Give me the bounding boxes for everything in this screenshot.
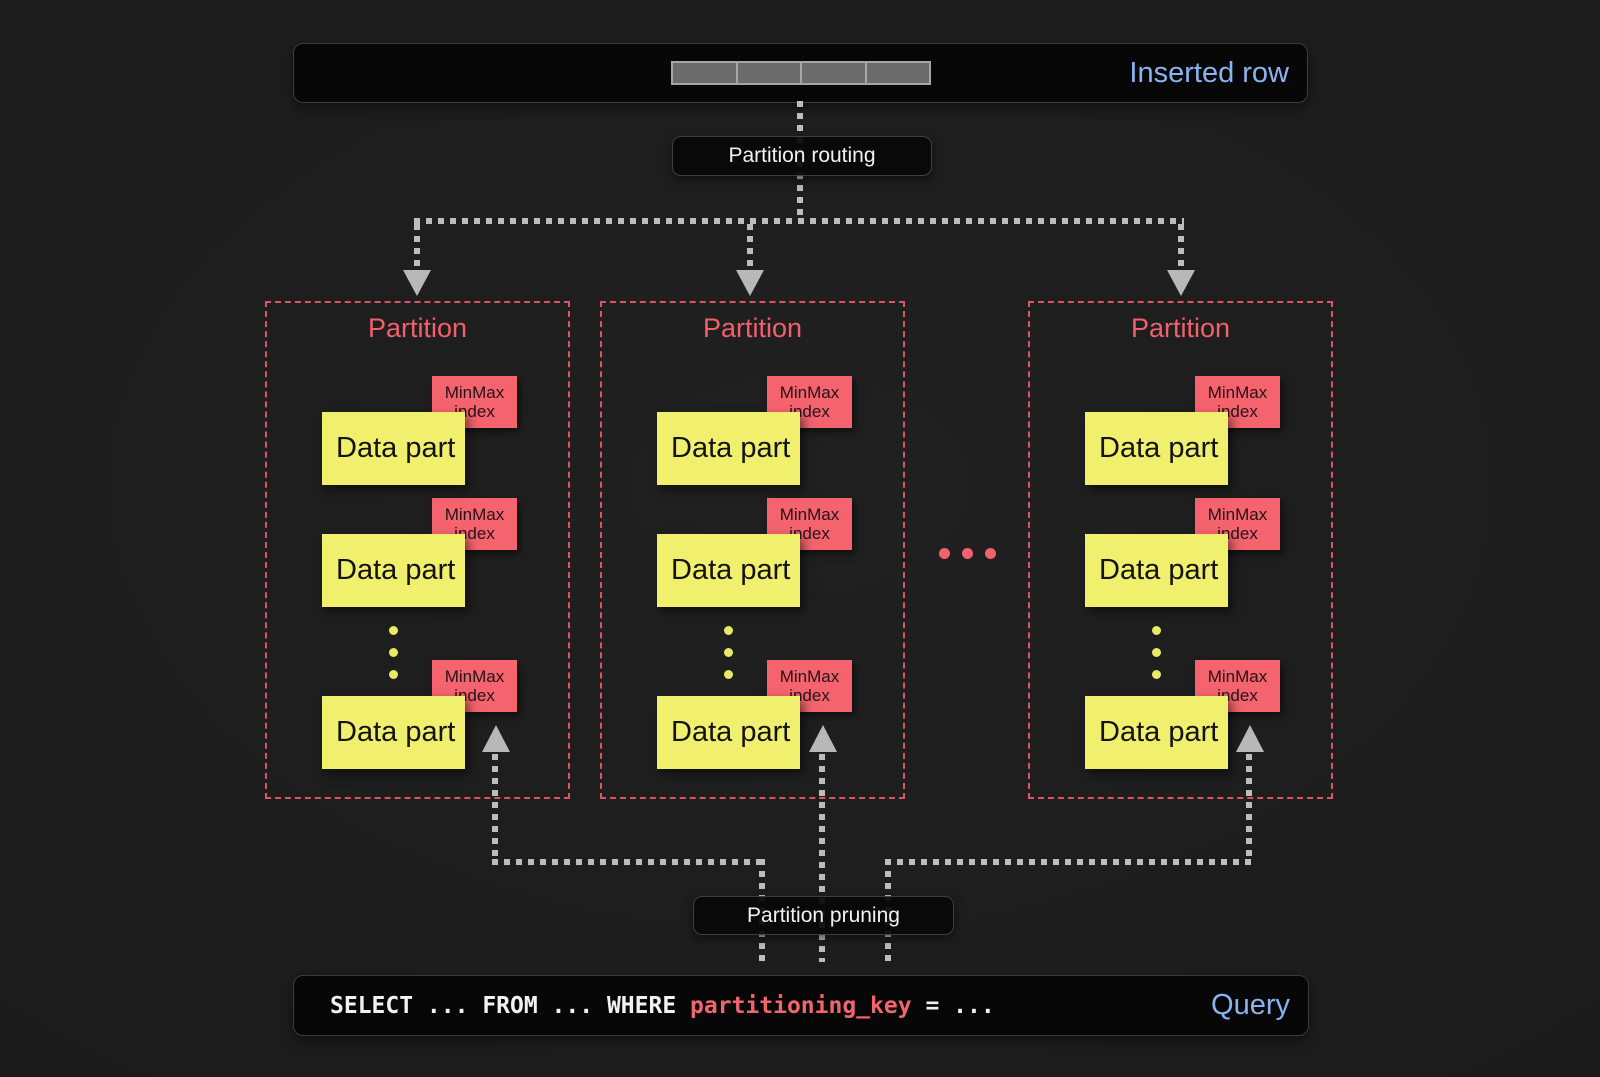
pruning-line-center (819, 754, 825, 962)
partition-title: Partition (367, 313, 468, 343)
data-part-block: Data part (322, 534, 465, 607)
data-part-block: Data part (657, 412, 800, 485)
data-part-block: Data part (657, 534, 800, 607)
row-cell (864, 61, 931, 85)
minmax-label: MinMax (1207, 505, 1268, 524)
partition-pruning-label: Partition pruning (693, 896, 954, 935)
minmax-label: MinMax (779, 667, 840, 686)
query-box: SELECT ... FROM ... WHERE partitioning_k… (293, 975, 1309, 1036)
arrow-down-icon (736, 270, 764, 296)
minmax-label: MinMax (1207, 383, 1268, 402)
sql-partitioning-key: partitioning_key (690, 992, 912, 1019)
partition-routing-label: Partition routing (672, 136, 932, 176)
vertical-ellipsis-dots (724, 626, 733, 679)
data-part-block: Data part (1085, 412, 1228, 485)
inserted-row-box: Inserted row (293, 43, 1308, 103)
minmax-label: MinMax (779, 383, 840, 402)
minmax-label: MinMax (444, 383, 505, 402)
pruning-line-left-horizontal (492, 859, 766, 865)
minmax-label: MinMax (444, 505, 505, 524)
data-part-block: Data part (657, 696, 800, 769)
row-cell (800, 61, 867, 85)
arrow-up-icon (482, 725, 510, 752)
sql-text-before: SELECT ... FROM ... WHERE (330, 992, 691, 1019)
sql-query-text: SELECT ... FROM ... WHERE partitioning_k… (330, 976, 995, 1035)
pruning-line-left-up (492, 754, 498, 862)
inserted-row-label: Inserted row (1129, 56, 1289, 89)
arrow-down-icon (1167, 270, 1195, 296)
arrow-up-icon (1236, 725, 1264, 752)
data-part-block: Data part (1085, 696, 1228, 769)
row-cells (671, 61, 931, 85)
routing-branch-line (414, 218, 1184, 224)
minmax-label: MinMax (779, 505, 840, 524)
minmax-label: MinMax (1207, 667, 1268, 686)
row-cell (735, 61, 802, 85)
pruning-line-right-up (1246, 754, 1252, 862)
row-cell (671, 61, 738, 85)
partition-box-3: Partition MinMax index Data part MinMax … (1028, 301, 1333, 799)
data-part-block: Data part (322, 696, 465, 769)
pruning-line-right-horizontal (885, 859, 1252, 865)
horizontal-ellipsis-dots (939, 548, 996, 559)
query-label: Query (1211, 989, 1290, 1021)
vertical-ellipsis-dots (1152, 626, 1161, 679)
partition-title: Partition (1130, 313, 1231, 343)
partition-title: Partition (702, 313, 803, 343)
routing-drop-line-2 (747, 224, 753, 270)
vertical-ellipsis-dots (389, 626, 398, 679)
arrow-down-icon (403, 270, 431, 296)
data-part-block: Data part (322, 412, 465, 485)
data-part-block: Data part (1085, 534, 1228, 607)
partition-box-2: Partition MinMax index Data part MinMax … (600, 301, 905, 799)
arrow-up-icon (809, 725, 837, 752)
partition-box-1: Partition MinMax index Data part MinMax … (265, 301, 570, 799)
routing-drop-line-3 (1178, 224, 1184, 270)
sql-text-after: = ... (911, 992, 995, 1019)
routing-drop-line-1 (414, 224, 420, 270)
minmax-label: MinMax (444, 667, 505, 686)
